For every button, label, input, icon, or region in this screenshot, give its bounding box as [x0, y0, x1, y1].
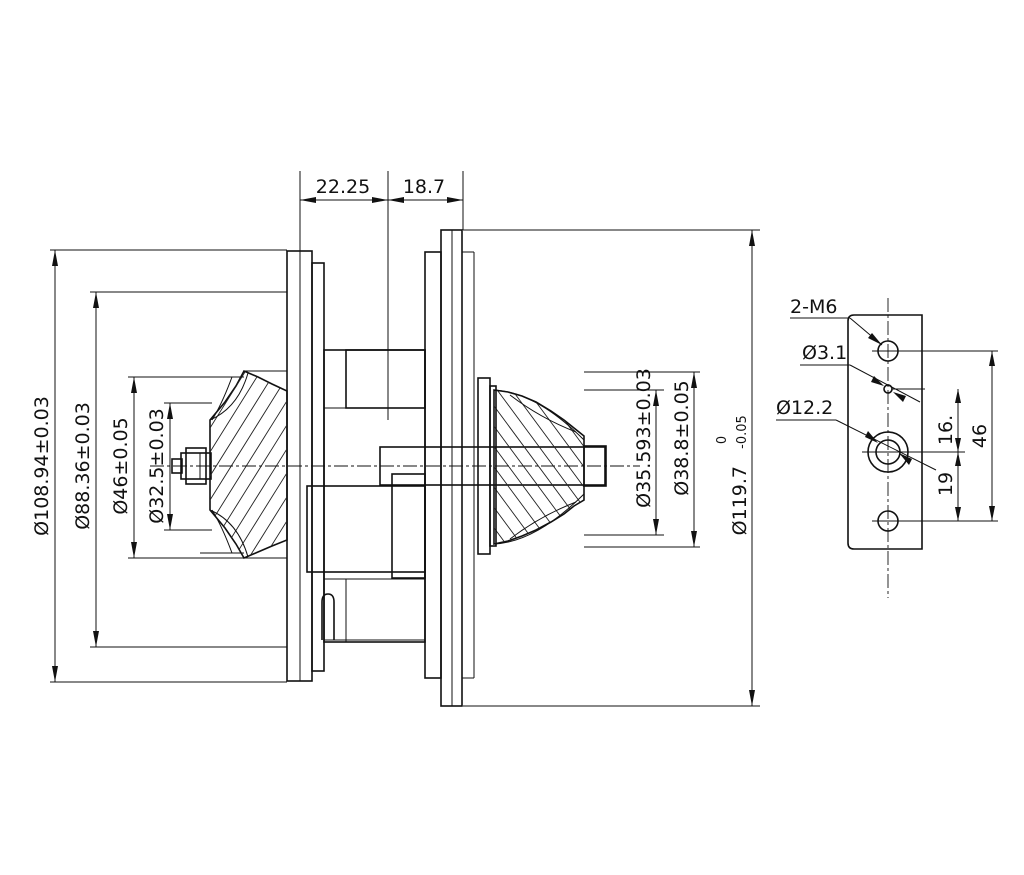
dim-46: Ø46±0.05 [110, 417, 132, 514]
dim-18-7: 18.7 [403, 176, 445, 198]
dim-119-7-upper-tol: 0 [715, 436, 730, 444]
thread-label: 2-M6 [790, 296, 837, 318]
dim-46-side: 46 [969, 424, 991, 448]
bearing-housing [306, 349, 426, 643]
dim-119-7-lower-tol: -0.05 [735, 415, 750, 449]
dim-119-7: Ø119.7 [729, 466, 751, 535]
main-view: 22.25 18.7 Ø108.94±0.03 Ø88.36±0.03 [31, 171, 760, 707]
side-view: 2-M6 Ø3.1 Ø12.2 16. 19 46 [776, 296, 998, 598]
dim-19: 19 [935, 472, 957, 496]
large-hole-label: Ø12.2 [776, 397, 833, 419]
dim-88-36: Ø88.36±0.03 [72, 402, 94, 530]
small-hole-label: Ø3.1 [802, 342, 847, 364]
horizontal-dimensions: 22.25 18.7 [299, 171, 464, 420]
dim-32-5: Ø32.5±0.03 [146, 408, 168, 523]
side-plate [847, 314, 923, 550]
turbine-wheel [200, 369, 288, 560]
dim-16: 16. [935, 415, 957, 445]
dim-108-94: Ø108.94±0.03 [31, 396, 53, 536]
right-inner-plate [424, 251, 442, 679]
vertical-dimensions-left: Ø108.94±0.03 Ø88.36±0.03 Ø46±0.05 Ø32.5±… [31, 249, 287, 683]
vertical-dimensions-right: Ø35.593±0.03 Ø38.8±0.05 Ø119.7 0 -0.05 [463, 229, 760, 707]
dim-35-593: Ø35.593±0.03 [633, 368, 655, 508]
dim-22-25: 22.25 [316, 176, 370, 198]
dim-38-8: Ø38.8±0.05 [671, 380, 693, 495]
